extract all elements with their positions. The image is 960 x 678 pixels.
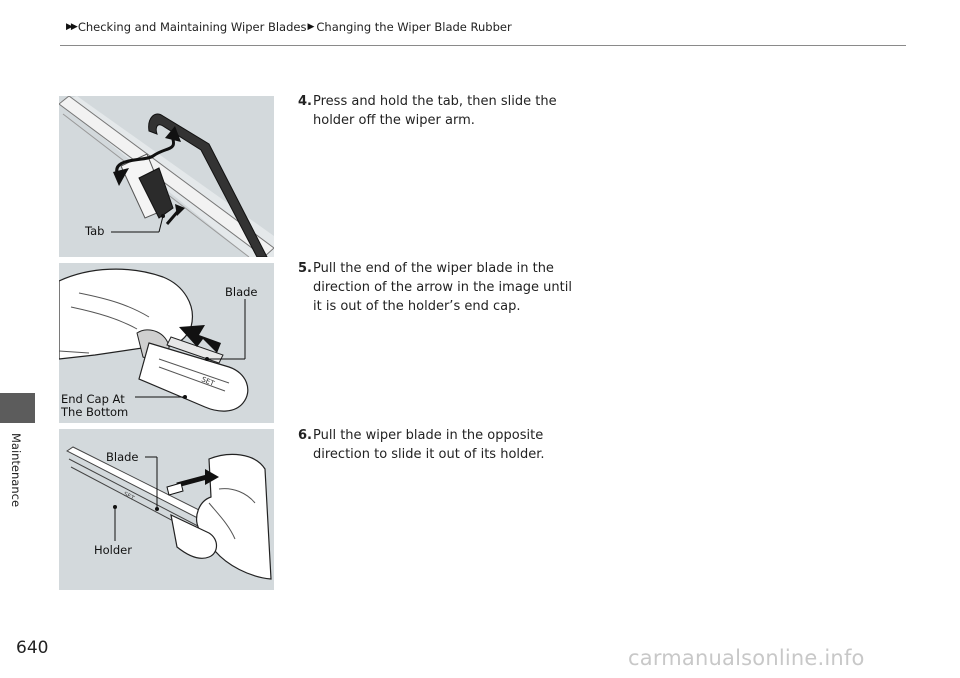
- step-text: Pull the end of the wiper blade in the d…: [313, 261, 572, 314]
- triangle-right-icon: ▶: [307, 22, 315, 32]
- double-triangle-right-icon: ▶▶: [66, 22, 78, 32]
- step-6: 6. Pull the wiper blade in the opposite …: [298, 426, 598, 464]
- step-number: 6.: [298, 428, 312, 443]
- figure-pull-blade-end: SET Blade End Cap At The Bottom: [59, 263, 274, 423]
- section-tab-marker: [0, 393, 35, 423]
- svg-text:SET: SET: [122, 491, 136, 503]
- step-4: 4. Press and hold the tab, then slide th…: [298, 92, 598, 130]
- step-text: Pull the wiper blade in the opposite dir…: [313, 428, 545, 462]
- watermark: carmanualsonline.info: [628, 646, 865, 670]
- callout-holder: Holder: [94, 543, 132, 557]
- breadcrumb-section[interactable]: Checking and Maintaining Wiper Blades: [77, 20, 307, 34]
- wiper-arm-illustration: [59, 96, 274, 257]
- figure-remove-holder: Tab: [59, 96, 274, 257]
- header-divider: [60, 45, 906, 46]
- breadcrumb-page[interactable]: Changing the Wiper Blade Rubber: [316, 20, 512, 34]
- step-number: 5.: [298, 261, 312, 276]
- callout-tab: Tab: [85, 224, 105, 238]
- page-number: 640: [16, 638, 49, 658]
- callout-blade: Blade: [225, 285, 258, 299]
- step-text: Press and hold the tab, then slide the h…: [313, 94, 557, 128]
- figure-slide-blade-out: SET Blade Holder: [59, 429, 274, 590]
- end-cap-illustration: SET: [59, 268, 249, 412]
- step-5: 5. Pull the end of the wiper blade in th…: [298, 259, 598, 316]
- holder-illustration: SET: [66, 446, 272, 580]
- section-side-label: Maintenance: [9, 432, 23, 508]
- callout-blade: Blade: [106, 450, 139, 464]
- step-number: 4.: [298, 94, 312, 109]
- callout-end-cap-line2: The Bottom: [61, 405, 129, 419]
- breadcrumb: ▶▶ Checking and Maintaining Wiper Blades…: [66, 20, 512, 34]
- callout-end-cap-line1: End Cap At: [61, 392, 125, 406]
